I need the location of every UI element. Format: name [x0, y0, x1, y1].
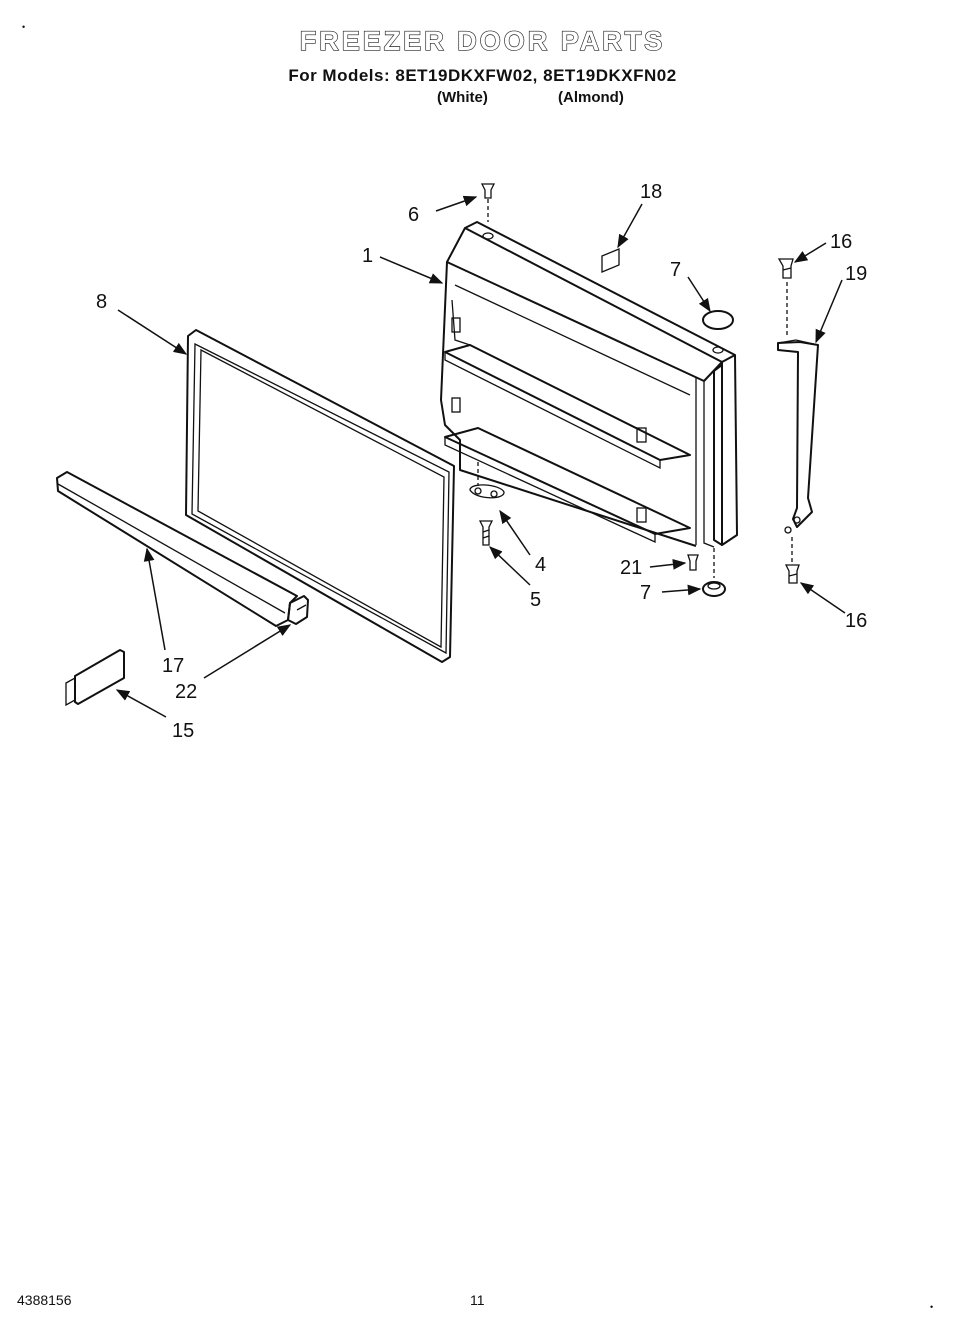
callout-21: 21	[620, 557, 642, 579]
corner-mark-bottom-right: •	[930, 1302, 934, 1312]
document-number: 4388156	[17, 1292, 72, 1308]
callout-1: 1	[362, 245, 373, 267]
screw-part-5	[478, 520, 494, 546]
callout-5: 5	[530, 589, 541, 611]
callout-16-top: 16	[830, 231, 852, 253]
callout-7-top: 7	[670, 259, 681, 281]
callout-22: 22	[175, 681, 197, 703]
label-part-18	[601, 248, 620, 273]
callout-6: 6	[408, 204, 419, 226]
handle-trim-part-17	[56, 471, 298, 627]
insert-part-15	[65, 649, 125, 707]
page-title: FREEZER DOOR PARTS	[299, 25, 666, 56]
callout-18: 18	[640, 181, 662, 203]
callout-7-bottom: 7	[640, 582, 651, 604]
variant-almond: (Almond)	[558, 89, 624, 106]
page-number: 11	[470, 1292, 485, 1308]
screw-part-21	[687, 554, 699, 571]
leader-lines	[115, 195, 846, 718]
callout-4: 4	[535, 554, 546, 576]
end-cap-part-22	[287, 595, 309, 625]
freezer-door-drawing	[440, 221, 738, 548]
callout-16-bottom: 16	[845, 610, 867, 632]
models-line: For Models: 8ET19DKXFW02, 8ET19DKXFN02	[288, 66, 677, 85]
callout-15: 15	[172, 720, 194, 742]
screw-part-16-top	[777, 258, 794, 279]
screw-part-6	[480, 183, 496, 222]
callout-19: 19	[845, 263, 867, 285]
hinge-bushing-part-7-bottom	[702, 548, 726, 597]
bracket-part-4	[469, 462, 505, 499]
callout-17: 17	[162, 655, 184, 677]
hinge-part-19	[777, 282, 819, 534]
variant-white: (White)	[437, 89, 488, 106]
screw-part-16-bottom	[784, 537, 800, 584]
callout-8: 8	[96, 291, 107, 313]
hinge-cap-part-7-top	[702, 310, 734, 330]
corner-mark-top-left: •	[22, 22, 26, 32]
gasket-part-8	[185, 329, 455, 663]
